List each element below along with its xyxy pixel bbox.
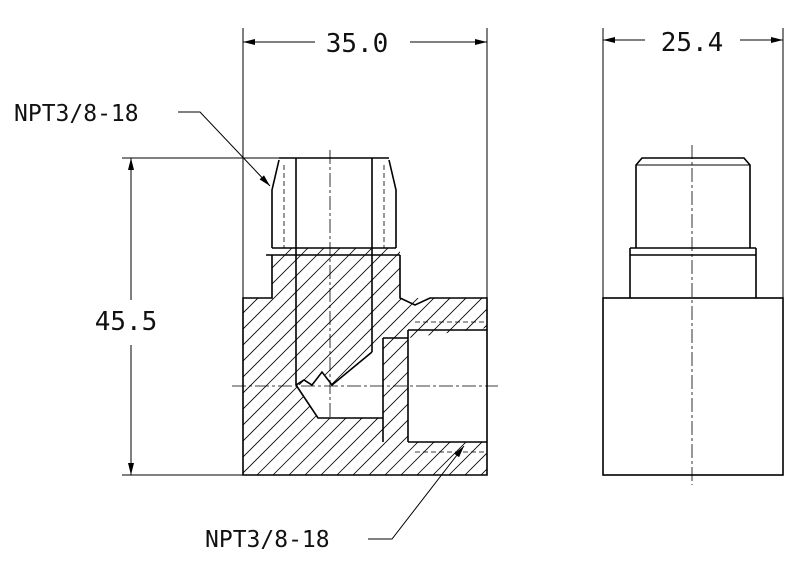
hatch-line <box>580 0 812 576</box>
hatch-line <box>500 0 812 576</box>
hatch-line <box>243 248 487 475</box>
callout-label-top: NPT3/8-18 <box>14 101 139 127</box>
hatch-line <box>243 248 487 475</box>
hatch-line <box>243 248 487 475</box>
callout-side-thread: NPT3/8-18 <box>205 445 465 553</box>
hatch-line <box>483 248 487 475</box>
side-boss-outline <box>635 157 751 248</box>
hatch-line <box>371 248 487 475</box>
hatch-line <box>243 248 487 475</box>
hatch-line <box>243 248 487 475</box>
callout-label-bottom: NPT3/8-18 <box>205 527 330 553</box>
hatch-line <box>355 248 487 475</box>
hatch-line <box>596 0 812 576</box>
hatch-line <box>243 248 487 475</box>
hatch-line <box>612 0 812 576</box>
hatch-line <box>467 248 487 475</box>
hatch-line <box>243 248 487 475</box>
callout-top-thread: NPT3/8-18 <box>14 101 271 187</box>
hatch-line <box>243 248 487 475</box>
boss-left-edge <box>271 159 280 248</box>
hatch-line <box>243 248 487 475</box>
hatch-line <box>243 248 487 475</box>
side-view <box>602 145 784 485</box>
hatch-line <box>532 0 812 576</box>
hatch-line <box>243 248 487 475</box>
dimension-side-width: 25.4 <box>602 28 784 298</box>
hatch-line <box>243 248 487 475</box>
side-body-outline <box>602 297 784 476</box>
hatch-line <box>243 248 487 475</box>
dimension-label-35: 35.0 <box>326 29 389 59</box>
cross-passage-lower <box>295 384 383 419</box>
hatch-line <box>275 248 487 475</box>
hatch-line <box>339 248 487 475</box>
boss-right-edge <box>388 159 397 248</box>
hatch-line <box>628 0 812 576</box>
hatch-line <box>323 248 487 475</box>
hatch-line <box>243 248 487 475</box>
dimension-height: 45.5 <box>95 157 279 476</box>
hatch-line <box>644 0 812 576</box>
hatch-line <box>403 248 487 475</box>
hatch-line <box>548 0 812 576</box>
hatch-line <box>451 248 487 475</box>
hatch-line <box>564 0 812 576</box>
leader-bottom <box>368 445 465 540</box>
hatch-line <box>307 248 487 475</box>
hatch-line <box>243 248 487 475</box>
drill-point <box>295 351 373 387</box>
hatch-line <box>692 0 812 576</box>
dimension-label-25-4: 25.4 <box>661 28 724 58</box>
hatch-line <box>243 248 487 475</box>
hatch-line <box>419 248 487 475</box>
hatch-line <box>243 248 487 475</box>
leader-top <box>178 111 271 187</box>
hatch-line <box>259 248 487 475</box>
hatch-line <box>243 248 487 475</box>
hatch-line <box>660 0 812 576</box>
hatch-line <box>676 0 812 576</box>
dimension-label-45-5: 45.5 <box>95 307 158 337</box>
hatch-line <box>291 248 487 475</box>
dimension-front-width: 35.0 <box>242 28 488 298</box>
hatch-line <box>243 248 487 475</box>
hatch-line <box>387 248 487 475</box>
body-outline <box>242 255 488 476</box>
hatch-line <box>516 0 812 576</box>
